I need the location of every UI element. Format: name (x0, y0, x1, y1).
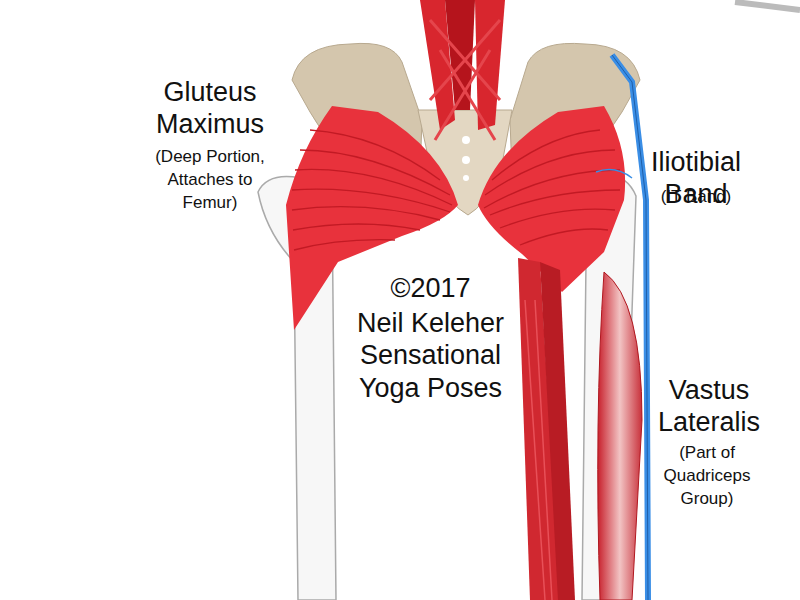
muscle-label: Gluteus Maximus (130, 76, 290, 141)
author-credit: Neil Keleher Sensational Yoga Poses (348, 307, 513, 404)
muscle-note: (Deep Portion, Attaches to Femur) (145, 146, 275, 215)
muscle-note: (Part of Quadriceps Group) (655, 442, 759, 511)
muscle-label: Vastus Lateralis (644, 374, 774, 439)
copyright-notice: ©2017 (348, 272, 513, 304)
band-note: (IT Band) (631, 186, 761, 209)
